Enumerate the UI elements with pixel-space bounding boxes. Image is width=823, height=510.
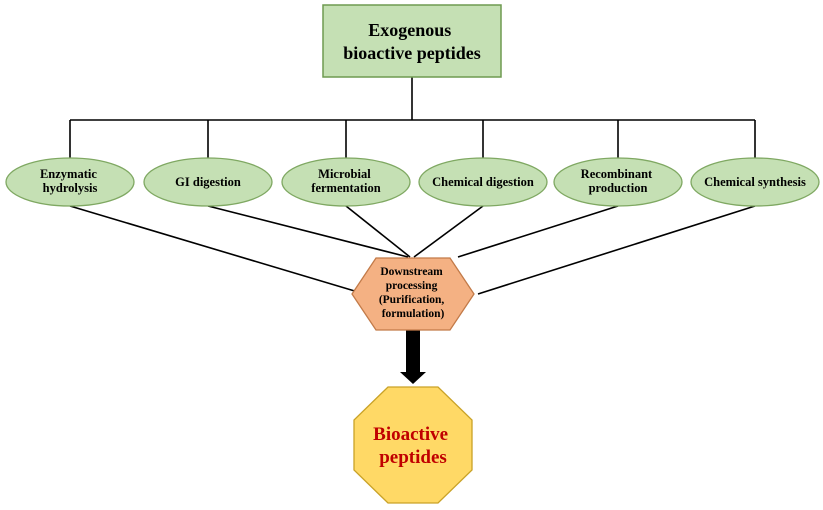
root-title-line-1: Exogenous (368, 20, 451, 40)
method-ellipse (143, 157, 273, 207)
process-label-line-2: processing (386, 280, 438, 292)
converge-line-6 (477, 205, 756, 295)
arrow-shaft (406, 330, 420, 374)
process-label-line-3: (Purification, (379, 294, 445, 306)
method-nodes: Enzymatic hydrolysis GI digestion Microb… (5, 157, 820, 207)
method-microbial-fermentation: Microbial fermentation (281, 157, 411, 207)
method-label-line-2: production (589, 181, 648, 195)
method-ellipse (5, 157, 135, 207)
method-enzymatic-hydrolysis: Enzymatic hydrolysis (5, 157, 135, 207)
method-label-line-1: Recombinant (581, 167, 653, 181)
result-label-line-2: peptides (379, 447, 447, 468)
process-node: Downstream processing (Purification, for… (351, 257, 475, 331)
method-label-line-1: Microbial (318, 167, 371, 181)
connectors (69, 77, 756, 295)
down-arrow (400, 330, 426, 384)
result-node: Bioactive peptides (353, 386, 473, 504)
method-ellipse (281, 157, 411, 207)
root-box (322, 4, 502, 78)
result-octagon (353, 386, 473, 504)
method-label: Recombinant production (581, 167, 656, 195)
converge-line-1 (69, 205, 359, 293)
arrow-head (400, 372, 426, 384)
method-label: GI digestion (175, 175, 241, 189)
method-label-line-1: Enzymatic (40, 167, 97, 181)
root-title: Exogenous bioactive peptides (343, 20, 481, 63)
result-label: Bioactive peptides (373, 424, 453, 468)
method-label-line-2: fermentation (311, 181, 380, 195)
method-recombinant-production: Recombinant production (553, 157, 683, 207)
process-label-line-4: formulation) (382, 308, 445, 320)
converge-line-4 (413, 205, 484, 258)
method-label: Enzymatic hydrolysis (40, 167, 100, 195)
converge-line-5 (457, 205, 619, 258)
method-label-line-2: hydrolysis (43, 181, 98, 195)
method-label: Microbial fermentation (311, 167, 380, 195)
method-ellipse (553, 157, 683, 207)
root-node: Exogenous bioactive peptides (322, 4, 502, 78)
method-label: Chemical synthesis (704, 175, 806, 189)
process-label: Downstream processing (Purification, for… (379, 266, 447, 320)
converge-line-2 (207, 205, 409, 258)
method-chemical-synthesis: Chemical synthesis (690, 157, 820, 207)
method-label-line-1: Chemical digestion (432, 175, 534, 189)
method-label: Chemical digestion (432, 175, 534, 189)
root-title-line-2: bioactive peptides (343, 43, 481, 63)
converge-line-3 (345, 205, 411, 258)
process-hexagon (351, 257, 475, 331)
result-label-line-1: Bioactive (373, 424, 448, 445)
method-label-line-1: GI digestion (175, 175, 241, 189)
method-ellipse (690, 157, 820, 207)
method-gi-digestion: GI digestion (143, 157, 273, 207)
method-label-line-1: Chemical synthesis (704, 175, 806, 189)
method-ellipse (418, 157, 548, 207)
process-label-line-1: Downstream (380, 266, 443, 278)
method-chemical-digestion: Chemical digestion (418, 157, 548, 207)
